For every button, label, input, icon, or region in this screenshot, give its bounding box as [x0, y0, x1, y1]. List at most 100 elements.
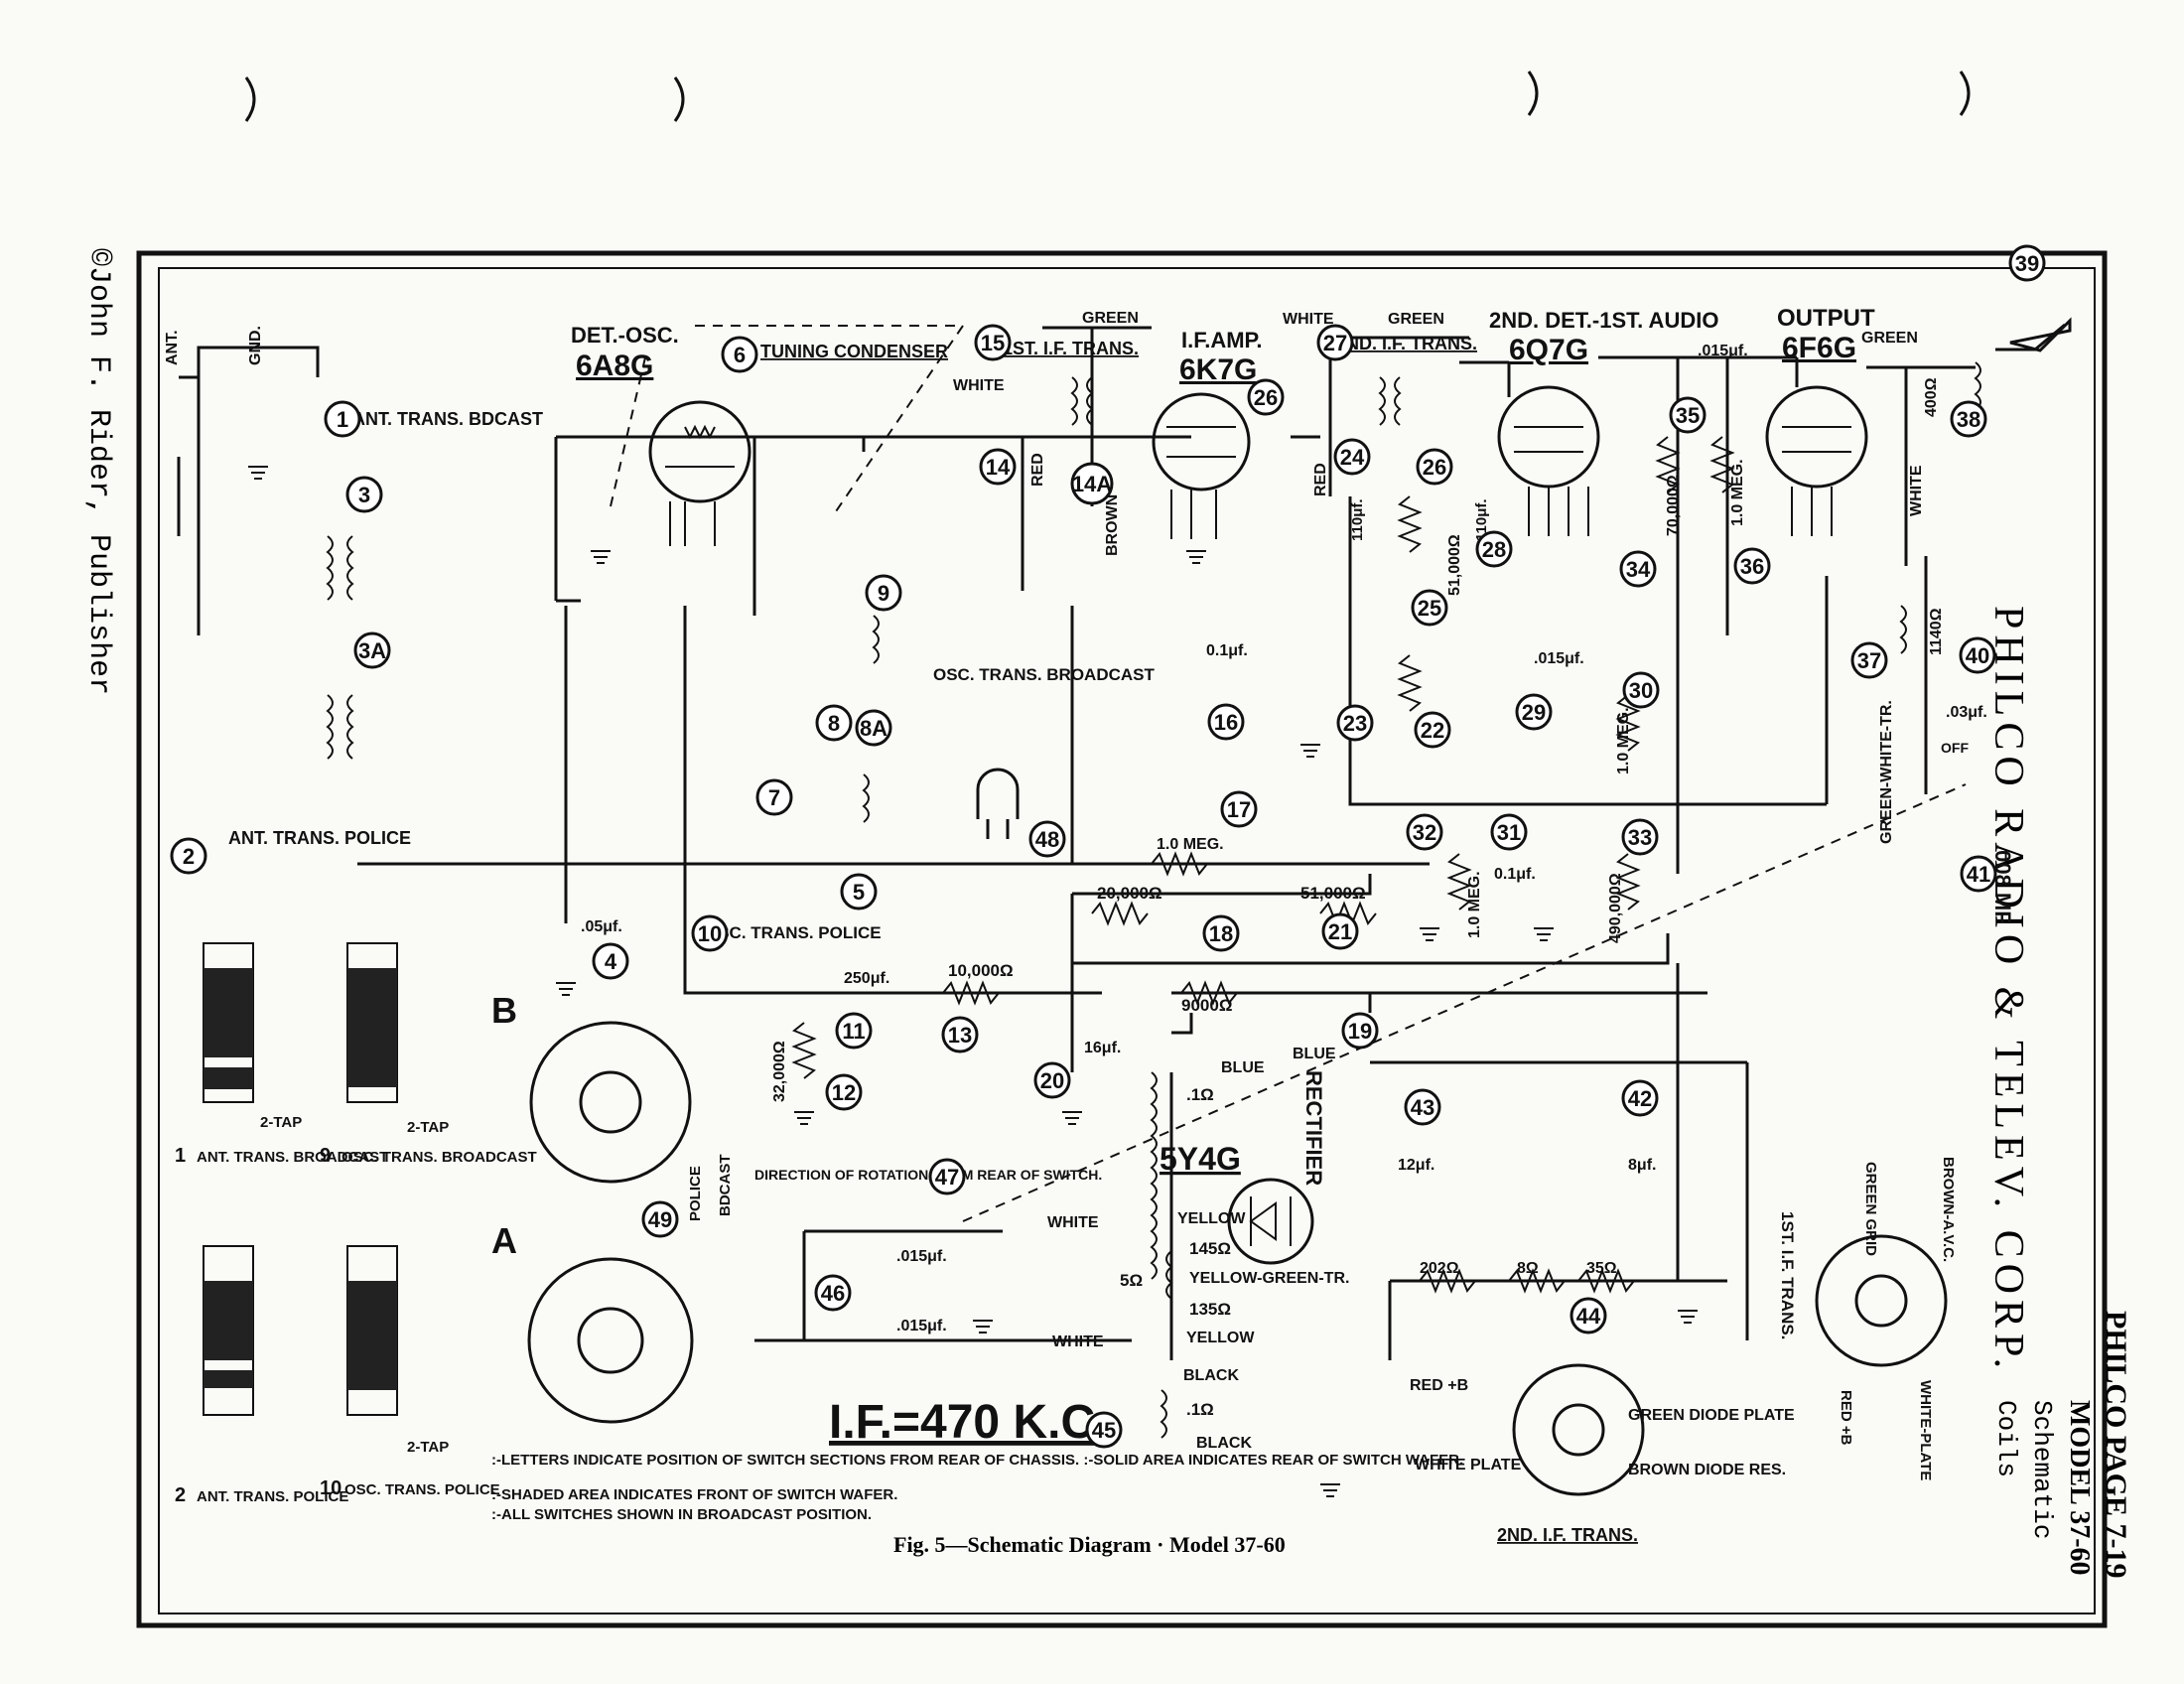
note-3: :-ALL SWITCHES SHOWN IN BROADCAST POSITI… — [491, 1506, 872, 1523]
value-r51000-25: 51,000Ω — [1446, 534, 1463, 596]
if-trans-2-lead-2: GREEN DIODE PLATE — [1628, 1407, 1795, 1424]
resistors — [791, 436, 1735, 1294]
osc-trans-police-label: OSC. TRANS. POLICE — [705, 923, 882, 942]
wire-white-1: WHITE — [953, 377, 1005, 394]
part-number: 11 — [842, 1019, 865, 1044]
coil-2-name: ANT. TRANS. POLICE — [197, 1488, 348, 1505]
part-bubble: 45 — [1085, 1411, 1123, 1449]
part-number: 6 — [734, 343, 746, 367]
part-number: 46 — [821, 1281, 845, 1306]
part-number: 28 — [1482, 537, 1506, 562]
part-bubble: 32 — [1406, 813, 1443, 851]
part-number: 8 — [828, 711, 840, 736]
part-number: 48 — [1035, 827, 1059, 852]
outer-frame — [136, 250, 2108, 1628]
part-number: 30 — [1629, 678, 1653, 703]
value-pt1a: .1Ω — [1186, 1085, 1214, 1104]
part-bubble: 1 — [324, 400, 361, 438]
part-bubble: 34 — [1619, 550, 1657, 588]
wire-blue-1: BLUE — [1221, 1059, 1265, 1076]
part-number: 8A — [860, 716, 887, 741]
tube-6a8g — [648, 400, 751, 546]
wiring — [177, 326, 1976, 1360]
part-bubble: 19 — [1341, 1012, 1379, 1050]
wire-brown-1: BROWN — [1104, 494, 1121, 556]
value-c05: .05μf. — [581, 918, 622, 935]
value-c250: 250μf. — [844, 970, 889, 987]
part-bubble: 38 — [1950, 400, 1987, 438]
part-bubble: 48 — [1028, 820, 1066, 858]
tube-5y4g-role: RECTIFIER — [1301, 1070, 1326, 1186]
coil-drawing-1 — [203, 942, 254, 1103]
coil-10-tap: 2-TAP — [407, 1439, 449, 1456]
value-c12: 12μf. — [1398, 1157, 1434, 1174]
if-trans-2-title: 2ND. I.F. TRANS. — [1497, 1525, 1638, 1545]
part-number: 31 — [1497, 820, 1521, 845]
coil-9-num: 9 — [320, 1145, 331, 1167]
tube-6q7g — [1497, 385, 1600, 536]
part-bubble: 4 — [592, 942, 629, 980]
value-c015-top: .015μf. — [1698, 343, 1748, 359]
part-bubble: 35 — [1669, 396, 1706, 434]
speaker — [1995, 317, 2072, 352]
tube-6q7g-type: 6Q7G — [1509, 334, 1588, 366]
switch-wafer-a — [527, 1257, 694, 1424]
part-bubble: 23 — [1336, 704, 1374, 742]
wire-green-3: GREEN — [1861, 330, 1918, 347]
value-c015-a: .015μf. — [896, 1248, 947, 1265]
wire-yellow-2: YELLOW — [1186, 1330, 1255, 1346]
direction-note: DIRECTION OF ROTATION FROM REAR OF SWITC… — [754, 1167, 1102, 1183]
ant-trans-police-label: ANT. TRANS. POLICE — [228, 828, 411, 848]
coil-2-num: 2 — [175, 1484, 186, 1506]
value-c008: .008 MF — [1990, 844, 2015, 924]
value-r8: 8Ω — [1517, 1260, 1539, 1277]
part-bubble: 2 — [170, 837, 207, 875]
value-c015-mid: .015μf. — [1534, 650, 1584, 667]
binder-marks — [244, 70, 1971, 122]
wire-green-1: GREEN — [1082, 310, 1139, 327]
part-number: 34 — [1626, 557, 1651, 582]
if-trans-1-lead-3: RED +B — [1838, 1390, 1854, 1446]
note-1: :-LETTERS INDICATE POSITION OF SWITCH SE… — [491, 1452, 1463, 1469]
value-r400: 400Ω — [1923, 377, 1940, 417]
value-r51000-21: 51,000Ω — [1300, 884, 1366, 903]
part-bubble: 29 — [1515, 693, 1553, 731]
part-number: 18 — [1209, 921, 1233, 946]
value-r10000: 10,000Ω — [948, 961, 1014, 980]
part-bubble: 37 — [1850, 641, 1888, 679]
value-r9000: 9000Ω — [1181, 996, 1232, 1015]
value-c16: 16μf. — [1084, 1040, 1121, 1056]
if-trans-1-title: 1ST. I.F. TRANS. — [1778, 1211, 1797, 1339]
part-bubble: 8 — [815, 704, 853, 742]
coil-captions: 1 ANT. TRANS. BROADCAST 9 OSC. TRANS. BR… — [175, 1114, 537, 1506]
part-number: 23 — [1343, 711, 1367, 736]
wire-yellow-1: YELLOW — [1177, 1210, 1246, 1227]
value-r1140: 1140Ω — [1928, 608, 1945, 655]
wire-white-4: WHITE — [1047, 1214, 1099, 1231]
part-bubble: 17 — [1220, 790, 1258, 828]
part-number: 42 — [1628, 1086, 1652, 1111]
part-number: 35 — [1676, 403, 1700, 428]
part-bubble: 12 — [825, 1073, 863, 1111]
tube-6q7g-role: 2ND. DET.-1ST. AUDIO — [1489, 308, 1718, 333]
part-bubble: 11 — [835, 1012, 873, 1050]
part-number: 40 — [1966, 643, 1989, 668]
corp-name: PHILCO RADIO & TELEV. CORP. — [1985, 606, 2031, 1374]
switch-police-label: POLICE — [687, 1166, 704, 1221]
part-bubble: 13 — [941, 1016, 979, 1053]
part-number: 3 — [358, 483, 370, 507]
value-r20000: 20,000Ω — [1097, 884, 1162, 903]
part-number: 25 — [1418, 596, 1441, 621]
part-number: 5 — [853, 880, 865, 905]
part-number: 7 — [768, 785, 780, 810]
wire-red-1: RED — [1029, 453, 1046, 487]
part-number: 22 — [1421, 718, 1444, 743]
tube-5y4g-type: 5Y4G — [1160, 1141, 1241, 1177]
part-number: 13 — [948, 1023, 972, 1048]
tube-6a8g-role: DET.-OSC. — [571, 323, 679, 348]
part-bubble: 8A — [855, 709, 892, 747]
pilot-lamp — [976, 768, 1020, 839]
part-bubble: 3A — [353, 632, 391, 669]
if-trans-2-pictorial — [1512, 1363, 1645, 1496]
